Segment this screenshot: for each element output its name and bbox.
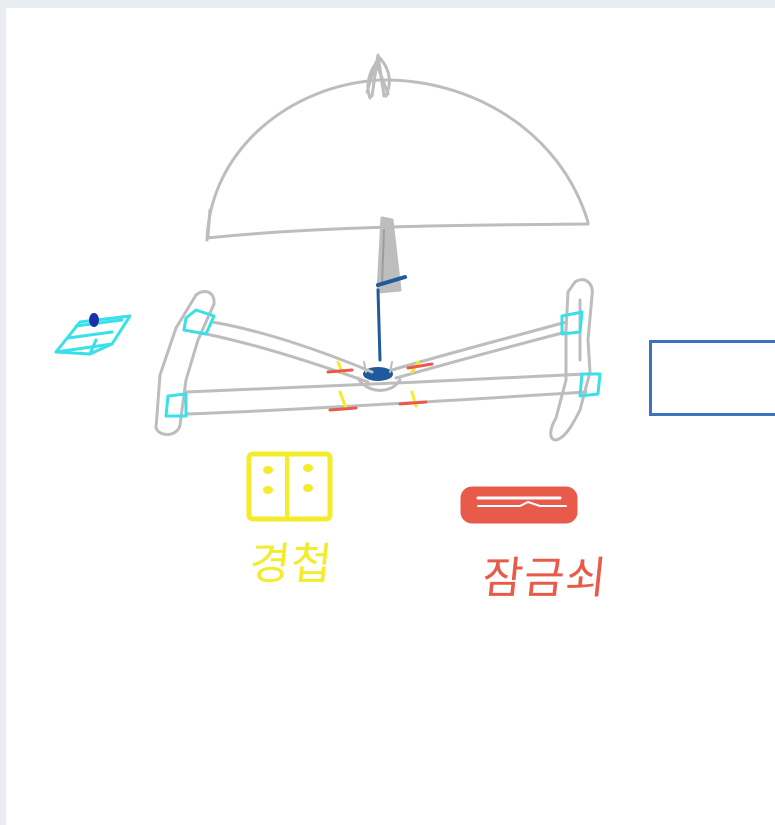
latch-icon bbox=[460, 486, 578, 524]
drawing-canvas bbox=[6, 8, 775, 825]
umbrella-canopy bbox=[205, 53, 590, 242]
latch-marks bbox=[326, 362, 434, 412]
frame-sketch bbox=[154, 278, 594, 442]
bracket-clips bbox=[164, 308, 602, 418]
text-box[interactable] bbox=[649, 340, 775, 416]
tablet-sketch bbox=[54, 314, 132, 356]
hinge-icon bbox=[246, 451, 333, 522]
umbrella-shaft bbox=[363, 216, 407, 381]
hinge-label: 경첩 bbox=[246, 539, 336, 590]
latch-label: 잠금쇠 bbox=[479, 553, 610, 604]
pen-dot-icon bbox=[89, 313, 99, 327]
